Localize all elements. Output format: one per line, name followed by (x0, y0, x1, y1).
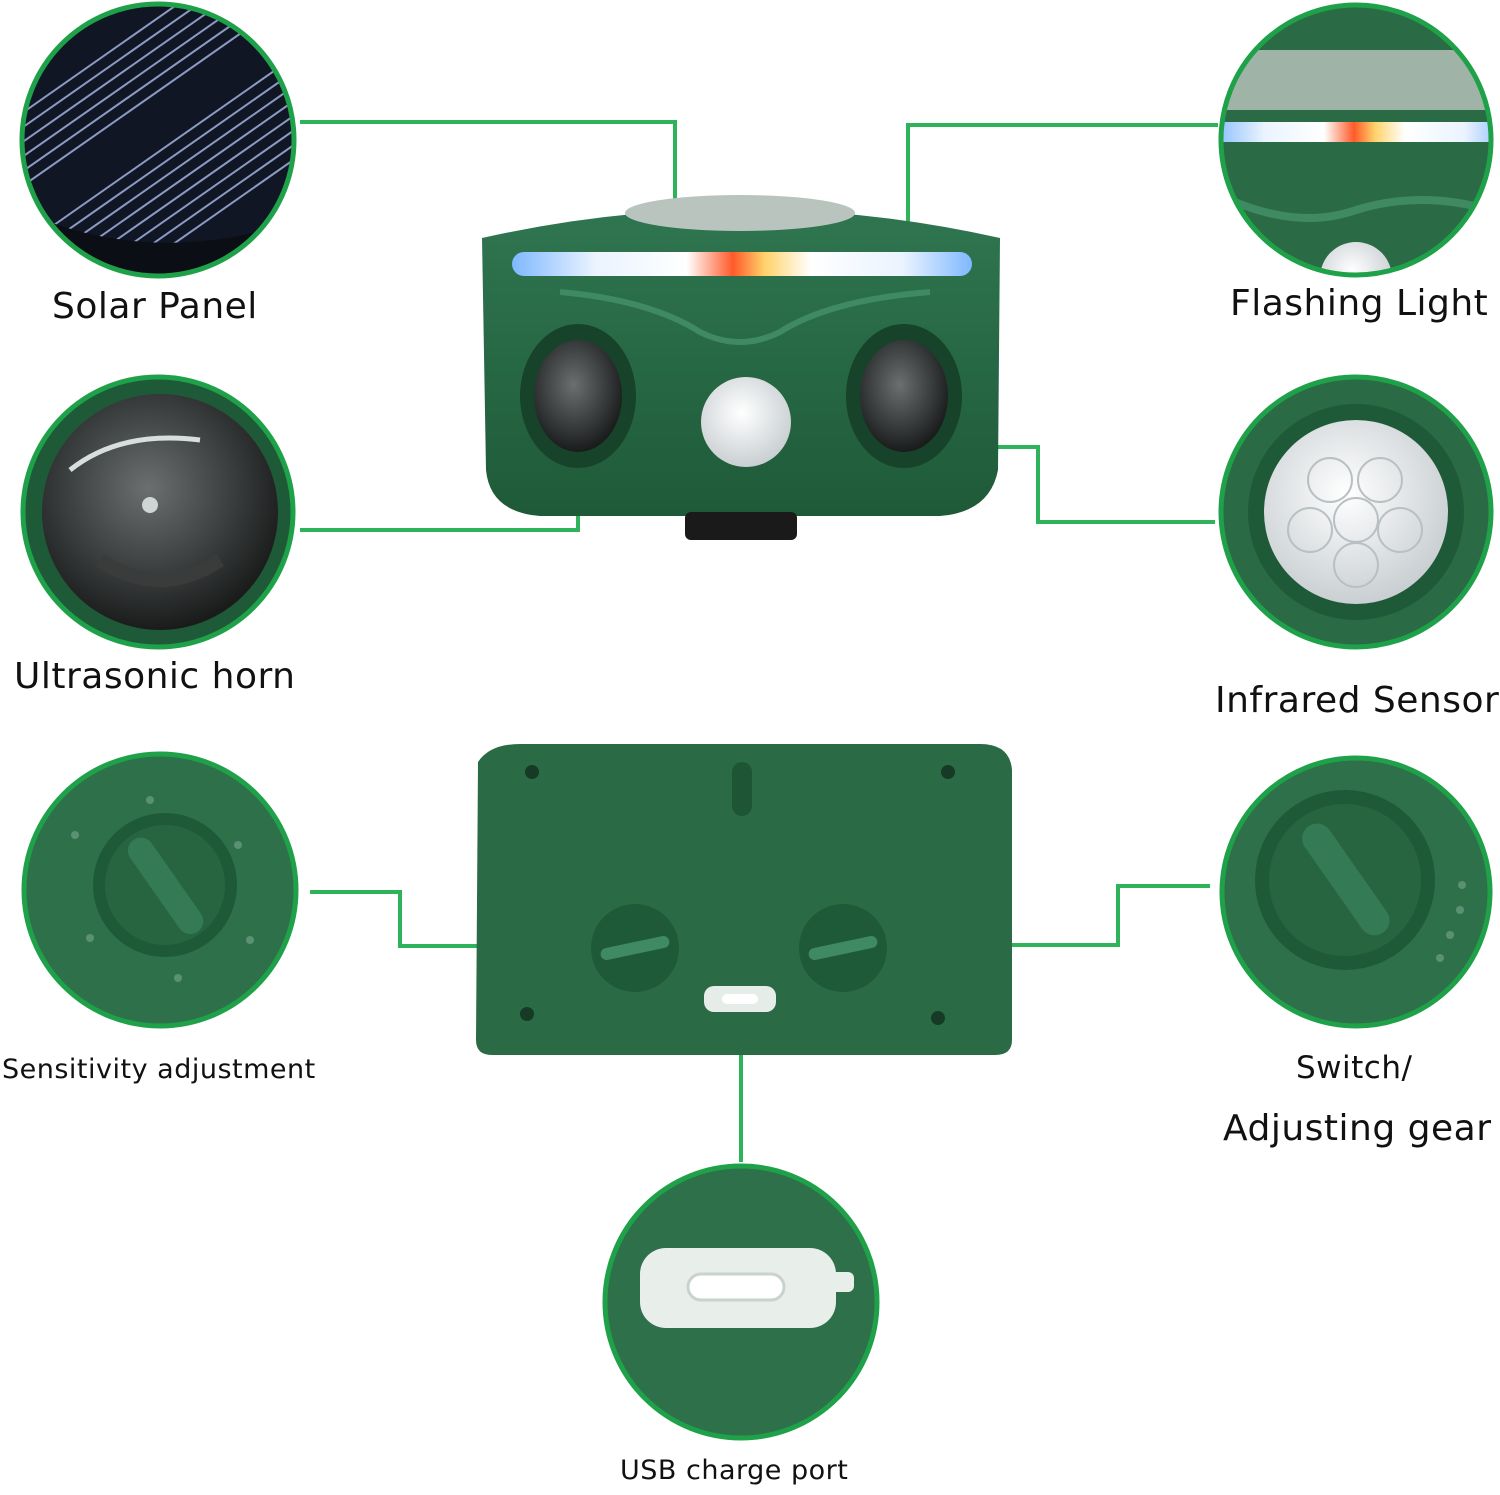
switch-label-line2: Adjusting gear (1223, 1108, 1492, 1149)
flashing-light-leader (906, 123, 1218, 265)
ultrasonic-horn-closeup (20, 374, 296, 650)
flashing-light-label: Flashing Light (1230, 283, 1489, 324)
usb-port-closeup (602, 1163, 880, 1441)
keyhole-mount (732, 762, 752, 816)
switch-label-line1: Switch/ (1296, 1050, 1413, 1086)
flashing-light-closeup (1218, 2, 1494, 278)
device-front-view (482, 195, 1000, 540)
solar-panel-label: Solar Panel (52, 286, 258, 327)
device-back-view (476, 744, 1012, 1055)
infrared-sensor-label: Infrared Sensor (1215, 680, 1500, 721)
usb-charge-port-label: USB charge port (620, 1455, 849, 1486)
mount-stub (685, 512, 797, 540)
right-horn (860, 340, 948, 452)
pir-sensor-dome (701, 377, 791, 467)
solar-panel-closeup (19, 1, 297, 279)
sensitivity-adjustment-label: Sensitivity adjustment (2, 1054, 316, 1085)
ultrasonic-horn-label: Ultrasonic horn (14, 656, 296, 697)
left-horn (534, 340, 622, 452)
sensitivity-dial-closeup (21, 751, 299, 1029)
solar-panel-leader (300, 120, 677, 202)
switch-dial-closeup (1219, 755, 1493, 1029)
solar-panel-top (625, 195, 855, 231)
infrared-sensor-closeup (1218, 374, 1494, 650)
led-strip (512, 252, 972, 276)
